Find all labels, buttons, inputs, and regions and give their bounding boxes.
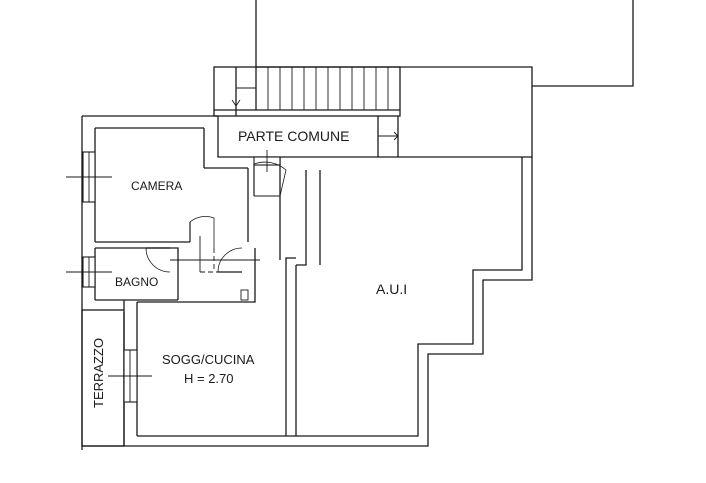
door-swing-icon xyxy=(189,216,215,248)
stair-treads xyxy=(267,67,389,110)
aui-outline xyxy=(82,157,533,447)
label-terrazzo: TERRAZZO xyxy=(91,338,106,408)
label-aui: A.U.I xyxy=(376,281,407,297)
door-swing-icon xyxy=(145,247,171,273)
window-icon xyxy=(253,150,281,172)
label-camera: CAMERA xyxy=(131,179,182,193)
apartment-outer-walls xyxy=(81,115,249,450)
window-icon xyxy=(108,349,152,403)
internal-walls xyxy=(81,157,321,447)
label-bagno: BAGNO xyxy=(115,275,158,289)
upper-building-outline xyxy=(255,0,634,87)
label-sogg-cucina: SOGG/CUCINA xyxy=(162,352,255,367)
door-swing-icon xyxy=(217,247,243,273)
door-swing-icon xyxy=(253,161,287,197)
window-icon xyxy=(66,256,112,288)
window-icon xyxy=(66,151,112,203)
parte-comune-area xyxy=(217,86,533,158)
corridor-markings xyxy=(170,236,260,273)
label-sogg-cucina-height: H = 2.70 xyxy=(184,371,234,386)
label-parte-comune: PARTE COMUNE xyxy=(238,128,350,144)
boiler-icon xyxy=(240,289,249,301)
staircase-icon xyxy=(213,66,401,117)
